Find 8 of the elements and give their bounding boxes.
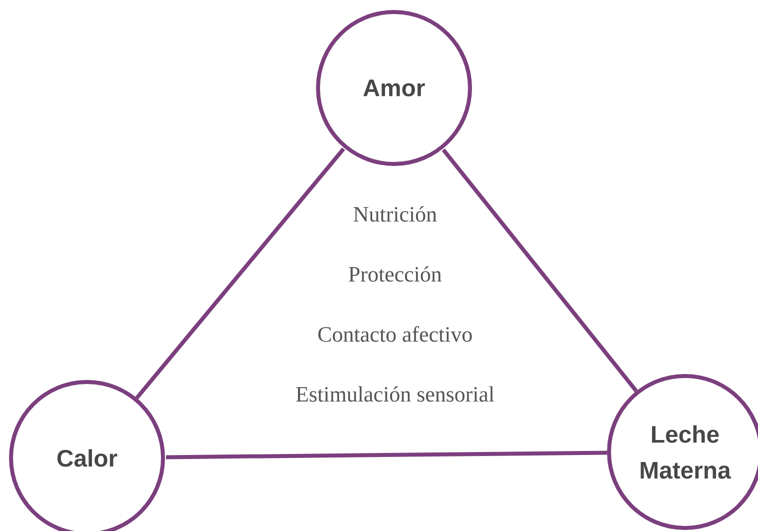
- body-text: Protección: [348, 266, 442, 282]
- connector-line: [166, 450, 608, 460]
- connector-line: [135, 148, 346, 400]
- body-text: Estimulación sensorial: [296, 386, 494, 402]
- body-text: Nutrición: [354, 206, 437, 222]
- circle-node: Amor: [316, 10, 472, 166]
- connector-line: [442, 148, 638, 392]
- body-text: Contacto afectivo: [318, 326, 472, 342]
